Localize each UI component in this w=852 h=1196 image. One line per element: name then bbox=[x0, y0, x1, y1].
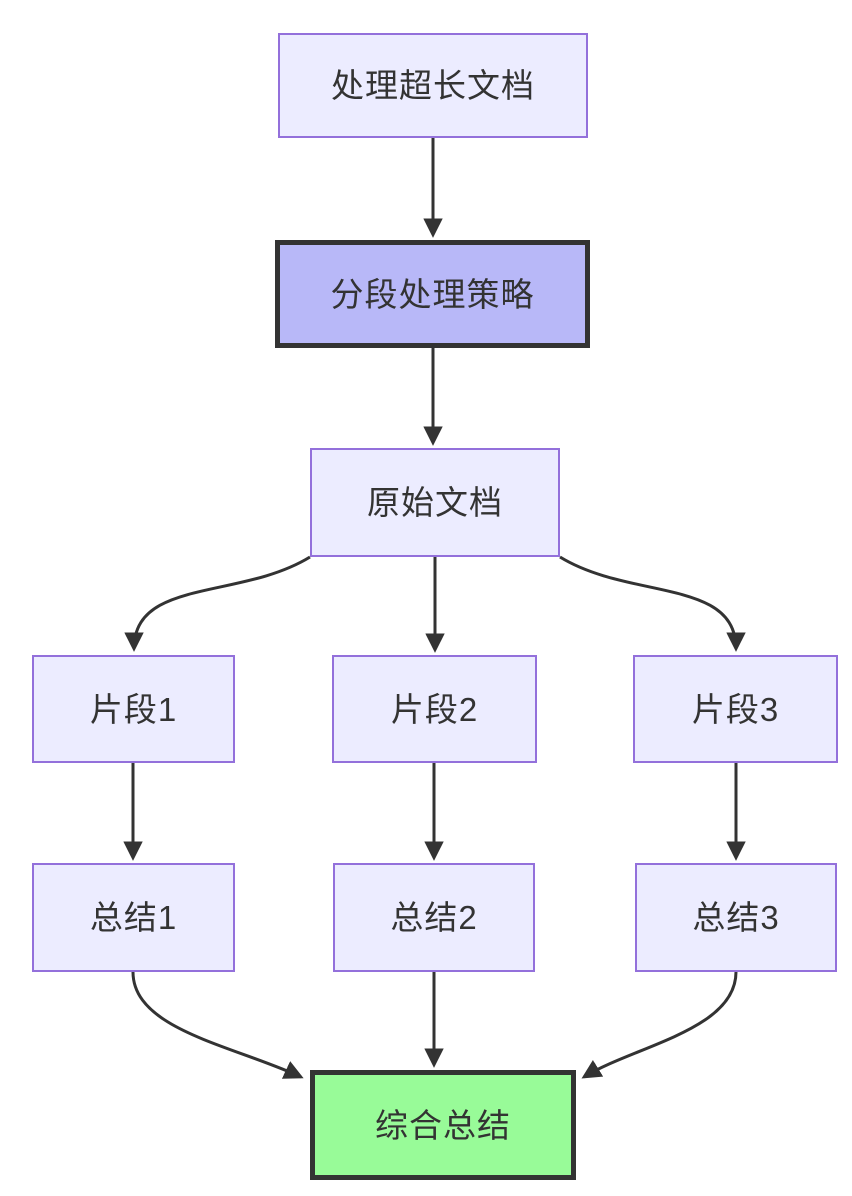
node-label: 原始文档 bbox=[367, 484, 503, 521]
edge-summary3-final bbox=[581, 971, 738, 1079]
node-chunk-2: 片段2 bbox=[332, 655, 537, 763]
node-label: 处理超长文档 bbox=[331, 67, 535, 104]
edge-summary1-final bbox=[131, 971, 304, 1079]
node-label: 片段2 bbox=[390, 690, 479, 728]
node-label: 总结1 bbox=[89, 899, 178, 936]
node-chunk-1: 片段1 bbox=[32, 655, 235, 763]
node-label: 总结2 bbox=[390, 899, 478, 936]
node-summary-2: 总结2 bbox=[333, 863, 535, 972]
node-process-long-document: 处理超长文档 bbox=[278, 33, 588, 138]
node-label: 总结3 bbox=[692, 899, 780, 936]
node-chunk-3: 片段3 bbox=[633, 655, 838, 763]
node-summary-3: 总结3 bbox=[635, 863, 837, 972]
node-label: 综合总结 bbox=[375, 1106, 511, 1144]
node-label: 片段3 bbox=[691, 690, 780, 728]
edge-original-chunk3 bbox=[559, 555, 746, 652]
node-label: 片段1 bbox=[89, 690, 178, 728]
node-summary-1: 总结1 bbox=[32, 863, 235, 972]
edge-original-chunk1 bbox=[124, 555, 311, 652]
node-segmentation-strategy: 分段处理策略 bbox=[275, 240, 590, 348]
node-label: 分段处理策略 bbox=[330, 275, 535, 313]
node-original-document: 原始文档 bbox=[310, 448, 560, 557]
node-combined-summary: 综合总结 bbox=[310, 1070, 576, 1180]
